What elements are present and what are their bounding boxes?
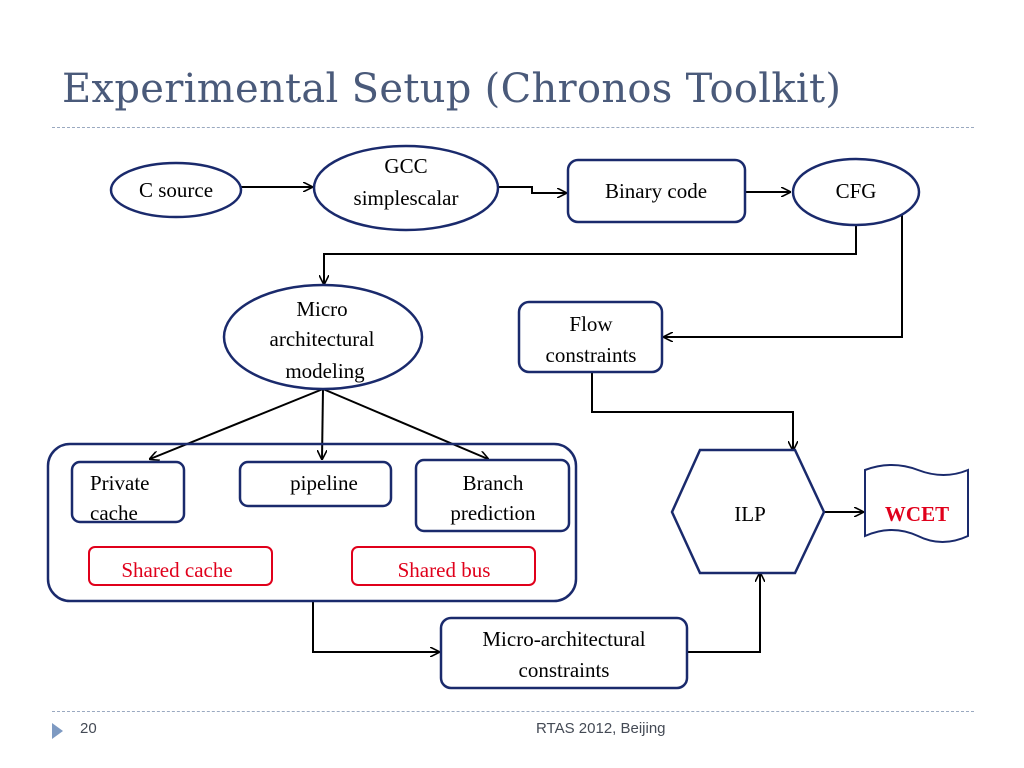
micro-label-line2: architectural	[270, 327, 375, 351]
shared-bus-node: Shared bus	[351, 546, 536, 586]
micro-architectural-constraints-node: Micro-architectural constraints	[439, 616, 689, 690]
arrow-cfg-to-micro	[324, 225, 857, 284]
shared-cache-label: Shared cache	[121, 558, 232, 582]
connectors	[150, 186, 903, 653]
micro-label-line1: Micro	[296, 297, 347, 321]
private-cache-node: Private cache	[70, 460, 186, 525]
gcc-label-line1: GCC	[384, 154, 427, 178]
arrow-micro-to-pipeline	[322, 388, 323, 459]
slide-title: Experimental Setup (Chronos Toolkit)	[62, 66, 842, 112]
cfg-label: CFG	[836, 179, 877, 203]
private-cache-label-line1: Private	[90, 471, 149, 495]
branch-prediction-node: Branch prediction	[414, 458, 571, 533]
arrow-gcc-to-binary	[497, 186, 566, 193]
shared-bus-label: Shared bus	[398, 558, 491, 582]
arrow-micro-to-branch	[322, 388, 488, 459]
ilp-node: ILP	[670, 448, 826, 575]
arrow-micro-to-private	[150, 388, 324, 459]
flow-constraints-node: Flow constraints	[517, 300, 664, 374]
arrow-flow-to-ilp	[591, 373, 793, 450]
pipeline-node: pipeline	[238, 460, 393, 508]
flow-label-line1: Flow	[569, 312, 613, 336]
page-number: 20	[80, 720, 97, 737]
micro-architectural-modeling-node: Micro architectural modeling	[222, 283, 424, 391]
mac-label-line1: Micro-architectural	[482, 627, 645, 651]
gcc-label-line2: simplescalar	[354, 186, 459, 210]
ilp-label: ILP	[734, 502, 766, 526]
gcc-node: GCC simplescalar	[312, 144, 500, 232]
footer-event: RTAS 2012, Beijing	[536, 720, 666, 737]
wcet-node: WCET	[864, 464, 969, 543]
branch-label-line2: prediction	[450, 501, 536, 525]
arrow-modeling-to-constraints	[312, 602, 439, 652]
binary-code-label: Binary code	[605, 179, 707, 203]
micro-label-line3: modeling	[285, 359, 365, 383]
pipeline-label: pipeline	[290, 471, 358, 495]
c-source-node: C source	[109, 161, 243, 219]
private-cache-label-line2: cache	[90, 501, 138, 525]
footer-divider	[52, 711, 974, 712]
cfg-node: CFG	[791, 157, 921, 227]
flow-label-line2: constraints	[546, 343, 637, 367]
c-source-label: C source	[139, 178, 213, 202]
wcet-label: WCET	[885, 502, 949, 526]
mac-label-line2: constraints	[519, 658, 610, 682]
shared-cache-node: Shared cache	[88, 546, 273, 586]
branch-label-line1: Branch	[463, 471, 524, 495]
play-triangle-icon	[52, 723, 63, 739]
modeling-container	[46, 442, 578, 603]
arrow-constraints-to-ilp	[688, 573, 760, 653]
arrow-cfg-to-flow	[664, 214, 903, 337]
title-divider	[52, 127, 974, 128]
binary-code-node: Binary code	[566, 158, 747, 224]
